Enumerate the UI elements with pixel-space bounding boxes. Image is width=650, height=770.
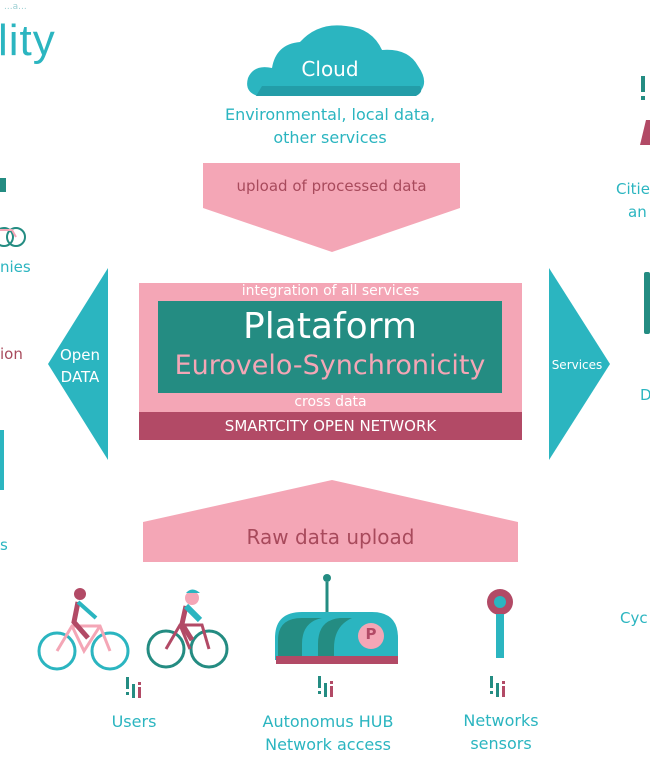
open-data-arrow [48,268,108,460]
cloud-icon [247,25,425,96]
network-bar [139,412,522,440]
platform-inner [158,301,502,393]
brand-logo: lity [0,16,56,65]
open-data-label-line2: DATA [60,368,100,386]
right-edge-icons [640,76,650,334]
cyclist-man-icon [146,589,229,669]
hub-parking-sign: P [365,625,377,643]
right-cyc-label: Cyc [620,609,648,627]
upload-processed-label: upload of processed data [236,177,427,195]
hub-icon [275,574,398,664]
sensors-label-line1: Networks [463,711,539,730]
left-companies-label: nies [0,258,31,276]
open-data-label-line1: Open [59,346,101,364]
left-users-label: s [0,536,8,554]
services-arrow [549,268,610,460]
right-d-label: D [640,386,650,404]
hub-label-line1: Autonomus HUB [262,712,394,731]
network-bar-label: SMARTCITY OPEN NETWORK [224,417,437,435]
raw-data-arrow [143,480,518,562]
logo-mark-hub-icon [318,676,333,697]
platform-subtitle: Eurovelo-Synchronicity [174,350,486,381]
logo-mark-sensors-icon [490,676,505,697]
logo-mark-users-icon [126,677,141,698]
platform-title: Plataform [243,306,417,347]
upload-processed-arrow [203,163,460,252]
brand-logo-top: ...a... [4,2,27,12]
cross-data-label: cross data [294,394,367,410]
cyclist-woman-icon [37,588,130,671]
hub-label-line2: Network access [265,735,391,754]
services-label: Services [551,358,603,372]
cloud-desc-line1: Environmental, local data, [224,105,436,124]
cloud-label: Cloud [301,57,359,81]
users-label: Users [111,712,157,731]
right-cities-line1: Citie [616,180,650,198]
sensor-icon [487,589,513,658]
sensors-label-line2: sensors [470,734,532,753]
left-edge-icons [0,178,26,490]
integration-label: integration of all services [241,283,420,299]
raw-data-label: Raw data upload [246,525,415,549]
left-info-label: ion [0,345,23,363]
cloud-desc-line2: other services [273,128,387,147]
right-cities-line2: an [628,203,647,221]
